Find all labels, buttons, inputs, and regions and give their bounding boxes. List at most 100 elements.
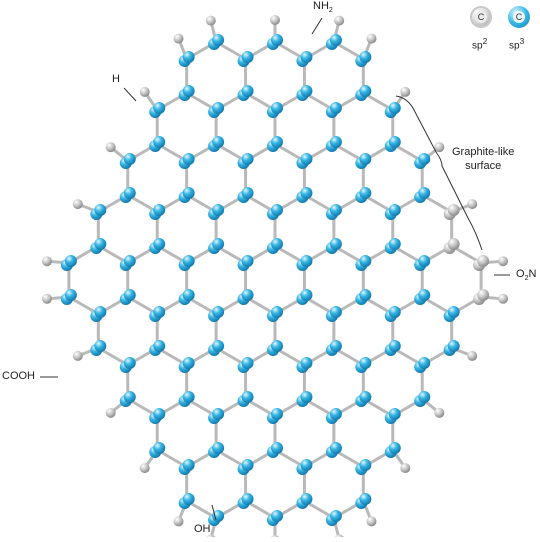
sp3-carbon-atom: [271, 306, 283, 318]
sp3-carbon-atom: [329, 340, 342, 352]
sp3-carbon-atom: [271, 340, 283, 352]
sp3-carbon-atom: [300, 187, 313, 199]
sp3-carbon-atom: [359, 391, 372, 403]
sp3-carbon-atom: [153, 136, 166, 148]
sp3-carbon-atom: [329, 408, 342, 420]
h-label: H: [112, 73, 120, 85]
sp3-carbon-atom: [329, 510, 342, 522]
terminal-atom: [139, 86, 150, 97]
sp3-carbon-atom: [241, 187, 254, 199]
sp3-carbon-atom: [182, 153, 195, 165]
sp3-carbon-atom: [153, 102, 166, 114]
sp2-carbon-atom: [477, 289, 490, 301]
label-pointers: [40, 17, 510, 521]
sp3-carbon-atom: [182, 51, 195, 63]
sp3-carbon-atom: [153, 442, 166, 454]
sp3-carbon-atom: [418, 153, 431, 165]
sp3-carbon-atom: [123, 357, 136, 369]
terminal-atom: [400, 463, 411, 474]
sp3-carbon-atom: [388, 238, 401, 250]
sp3-carbon-atom: [94, 204, 107, 216]
sp3-carbon-atom: [182, 255, 195, 267]
terminal-atom: [434, 142, 445, 153]
sp3-carbon-atom: [212, 238, 225, 250]
sp3-carbon-atom: [388, 204, 401, 216]
o2n-n: N: [528, 268, 537, 280]
sp3-carbon-atom: [271, 238, 283, 250]
sp3-carbon-atom: [212, 306, 225, 318]
terminal-atom: [498, 293, 509, 304]
terminal-atom: [41, 293, 52, 304]
sp3-carbon-atom: [418, 289, 431, 301]
sp3-carbon-atom: [212, 102, 225, 114]
terminal-atom: [105, 407, 116, 418]
sp3-carbon-atom: [300, 153, 313, 165]
sp3-carbon-atom: [359, 459, 372, 471]
sp3-carbon-atom: [271, 136, 283, 148]
sp3-carbon-legend-icon: C: [508, 6, 530, 28]
sp3-carbon-atom: [447, 306, 460, 318]
bonds-layer: [46, 20, 504, 540]
terminal-atom: [173, 33, 184, 44]
sp3-carbon-atom: [182, 289, 195, 301]
sp3-carbon-atom: [182, 357, 195, 369]
sp3-carbon-atom: [64, 255, 77, 267]
sp3-carbon-atom: [241, 289, 254, 301]
sp3-carbon-atom: [153, 306, 166, 318]
sp3-carbon-atom: [153, 340, 166, 352]
sp2-carbon-atom: [447, 204, 460, 216]
nh2-pointer: [311, 17, 323, 35]
sp3-carbon-atom: [123, 289, 136, 301]
sp3-carbon-atom: [212, 442, 225, 454]
sp3-carbon-atom: [359, 289, 372, 301]
oh-label: OH: [194, 523, 211, 535]
terminal-atom: [41, 256, 52, 267]
graphite-line1: Graphite-like: [452, 146, 515, 158]
sp3-carbon-atom: [329, 442, 342, 454]
sp3-carbon-atom: [153, 204, 166, 216]
sp3-carbon-atom: [300, 255, 313, 267]
sp3-carbon-atom: [418, 187, 431, 199]
sp3-carbon-atom: [359, 85, 372, 97]
h-pointer: [123, 87, 137, 102]
sp3-carbon-atom: [271, 442, 283, 454]
sp3-carbon-atom: [212, 340, 225, 352]
terminal-atom: [400, 86, 411, 97]
sp3-legend-label: sp3: [509, 36, 524, 51]
sp3-carbon-atom: [300, 357, 313, 369]
sp3-carbon-atom: [300, 51, 313, 63]
sp3-carbon-atom: [212, 34, 225, 46]
sp3-carbon-atom: [182, 85, 195, 97]
sp3-carbon-atom: [241, 153, 254, 165]
sp3-carbon-atom: [359, 187, 372, 199]
sp3-carbon-atom: [241, 459, 254, 471]
sp3-carbon-atom: [94, 306, 107, 318]
sp2-carbon-legend-icon: C: [470, 6, 492, 28]
terminal-atom: [467, 350, 478, 361]
sp2-label-sup: 2: [482, 36, 488, 46]
o2n-o: O: [516, 268, 525, 280]
sp3-carbon-atom: [300, 85, 313, 97]
sp3-carbon-atom: [388, 408, 401, 420]
sp2-label-text: sp: [472, 40, 483, 52]
terminal-atom: [467, 199, 478, 210]
terminal-atom: [366, 516, 377, 527]
sp3-carbon-atom: [418, 255, 431, 267]
sp3-carbon-atom: [94, 340, 107, 352]
sp3-carbon-atom: [300, 391, 313, 403]
sp3-symbol: C: [513, 11, 525, 23]
terminal-atom: [72, 199, 83, 210]
nh2-label: NH2: [313, 0, 333, 14]
sp3-carbon-atom: [300, 289, 313, 301]
o2n-subscript: 2: [524, 275, 529, 283]
terminal-atom: [72, 350, 83, 361]
sp3-carbon-atom: [123, 153, 136, 165]
graphite-bracket: [395, 95, 483, 251]
sp3-carbon-atom: [123, 255, 136, 267]
nh2-subscript: 2: [328, 7, 333, 15]
sp3-carbon-atom: [300, 459, 313, 471]
atoms-layer: [41, 15, 509, 542]
sp3-carbon-atom: [64, 289, 77, 301]
